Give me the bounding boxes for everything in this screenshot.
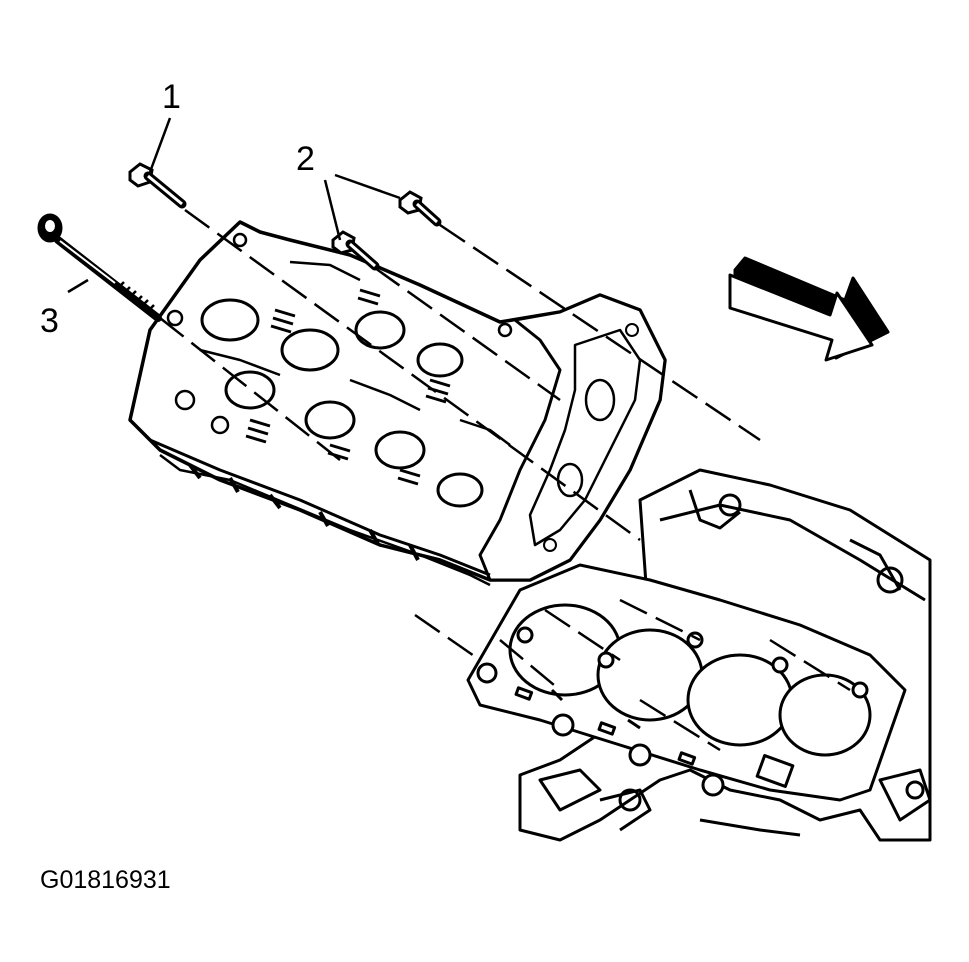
front-direction-arrow	[728, 256, 890, 362]
figure-id-label: G01816931	[40, 866, 171, 894]
callout-2: 2	[296, 140, 315, 178]
bolt-1	[128, 162, 187, 209]
bolt-2b	[398, 190, 442, 227]
callout-3: 3	[40, 302, 59, 340]
cylinder-head	[128, 220, 667, 587]
callout-leaders	[67, 117, 401, 294]
alignment-lines	[159, 208, 851, 752]
bolt-2a	[331, 230, 380, 271]
callout-1: 1	[162, 78, 181, 116]
bolt-3	[37, 213, 162, 322]
